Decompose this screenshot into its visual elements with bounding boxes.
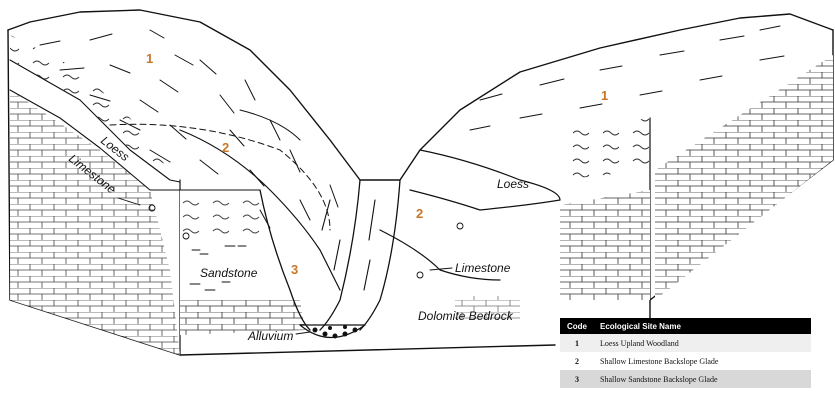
legend-row-name: Loess Upland Woodland (594, 334, 811, 352)
legend-row: 2 Shallow Limestone Backslope Glade (560, 352, 811, 370)
label-sandstone: Sandstone (200, 266, 258, 280)
legend-row-name: Shallow Sandstone Backslope Glade (594, 370, 811, 388)
label-alluvium: Alluvium (247, 329, 293, 343)
code-upland-left: 1 (146, 51, 153, 66)
ecological-site-legend: Code Ecological Site Name 1 Loess Upland… (560, 318, 811, 388)
legend-header: Code Ecological Site Name (560, 318, 811, 334)
left-face-limestone (10, 90, 180, 355)
label-loess-right: Loess (497, 177, 529, 191)
right-face-bricks (560, 190, 650, 300)
legend-row: 1 Loess Upland Woodland (560, 334, 811, 352)
code-upland-right: 1 (601, 88, 608, 103)
code-slope-right: 2 (416, 206, 423, 221)
legend-row-code: 2 (560, 352, 594, 370)
front-face-wavy (180, 195, 266, 240)
right-loess-wavy (560, 118, 650, 180)
legend-header-code: Code (560, 318, 594, 334)
legend-row: 3 Shallow Sandstone Backslope Glade (560, 370, 811, 388)
code-slope-left: 2 (222, 140, 229, 155)
legend-header-name: Ecological Site Name (594, 318, 811, 334)
right-side-bricks (655, 55, 833, 300)
legend-row-code: 1 (560, 334, 594, 352)
legend-row-code: 3 (560, 370, 594, 388)
label-dolomite-bedrock: Dolomite Bedrock (418, 309, 514, 323)
label-limestone-right: Limestone (455, 261, 511, 275)
legend-row-name: Shallow Limestone Backslope Glade (594, 352, 811, 370)
code-sandstone-glade: 3 (291, 262, 298, 277)
